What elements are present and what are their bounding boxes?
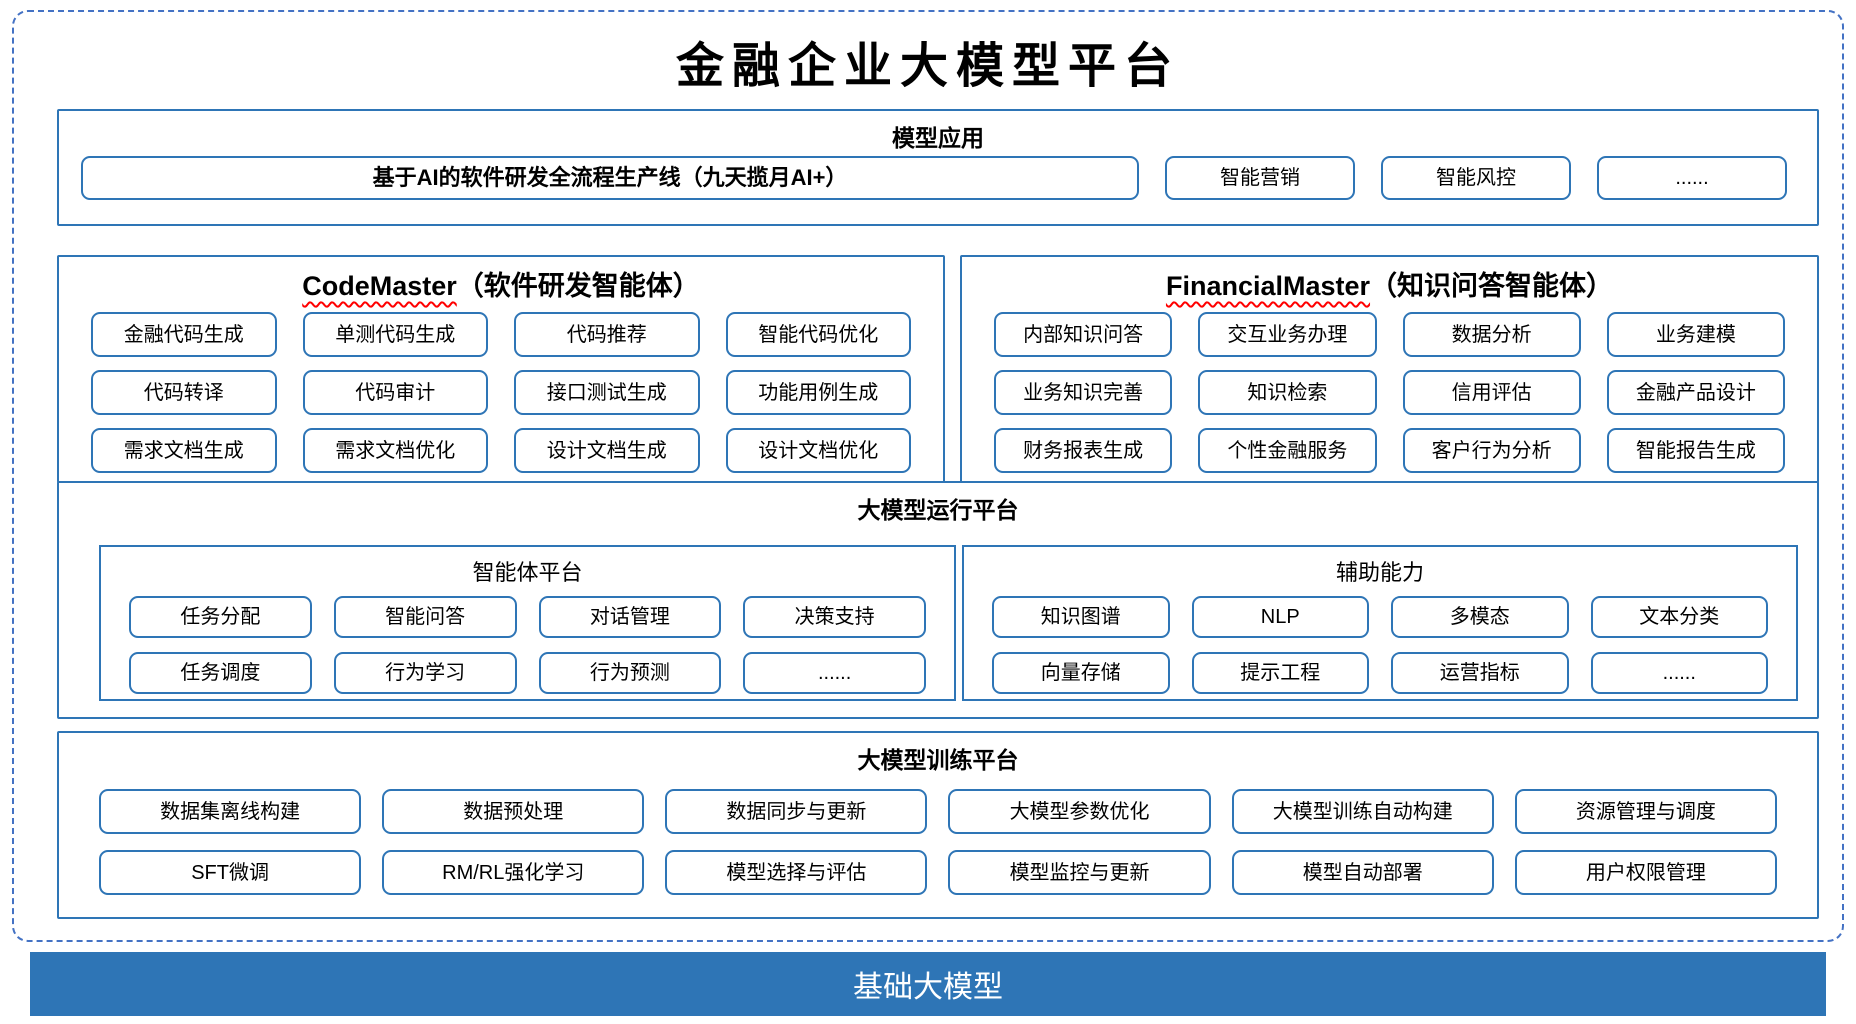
financialmaster-section: FinancialMaster（知识问答智能体） 内部知识问答 交互业务办理 数… (960, 255, 1819, 483)
capability-box: 交互业务办理 (1198, 312, 1377, 357)
capability-box: 任务分配 (129, 596, 312, 638)
capability-box: 数据预处理 (382, 789, 645, 834)
capability-box: 模型自动部署 (1231, 850, 1494, 895)
capability-box: 财务报表生成 (994, 428, 1173, 473)
capability-box: 运营指标 (1391, 652, 1569, 694)
capability-box: 设计文档优化 (725, 428, 911, 473)
aux-ability-box: 辅助能力 知识图谱 NLP 多模态 文本分类 向量存储 提示工程 运营指标 ..… (962, 545, 1798, 701)
model-application-row: 基于AI的软件研发全流程生产线（九天揽月AI+） 智能营销 智能风控 .....… (81, 156, 1787, 200)
capability-box: SFT微调 (99, 850, 362, 895)
capability-box: 个性金融服务 (1198, 428, 1377, 473)
aux-ability-grid: 知识图谱 NLP 多模态 文本分类 向量存储 提示工程 运营指标 ...... (992, 596, 1768, 694)
capability-box: 内部知识问答 (994, 312, 1173, 357)
capability-box: 功能用例生成 (725, 370, 911, 415)
codemaster-title: CodeMaster（软件研发智能体） (59, 264, 943, 303)
capability-box: 智能代码优化 (725, 312, 911, 357)
capability-box: 行为学习 (333, 652, 517, 694)
capability-box: 大模型参数优化 (948, 789, 1211, 834)
capability-box: 模型选择与评估 (665, 850, 928, 895)
codemaster-title-en: CodeMaster (302, 271, 457, 301)
capability-box: 向量存储 (992, 652, 1170, 694)
capability-box: 业务建模 (1606, 312, 1785, 357)
capability-box: 知识图谱 (992, 596, 1170, 638)
agent-platform-title: 智能体平台 (472, 560, 583, 585)
financialmaster-title-suffix: （知识问答智能体） (1370, 271, 1614, 301)
capability-box: 行为预测 (538, 652, 722, 694)
capability-box: 客户行为分析 (1402, 428, 1581, 473)
capability-box: 文本分类 (1590, 596, 1768, 638)
codemaster-section: CodeMaster（软件研发智能体） 金融代码生成 单测代码生成 代码推荐 智… (57, 255, 945, 483)
capability-box: 代码推荐 (514, 312, 700, 357)
capability-box: 代码审计 (302, 370, 488, 415)
capability-box: 金融产品设计 (1606, 370, 1785, 415)
financialmaster-title-en: FinancialMaster (1165, 271, 1371, 301)
capability-box: 用户权限管理 (1514, 850, 1777, 895)
training-platform-title: 大模型训练平台 (857, 747, 1019, 773)
capability-box: 金融代码生成 (91, 312, 277, 357)
aux-ability-title: 辅助能力 (1335, 560, 1424, 585)
agent-platform-grid: 任务分配 智能问答 对话管理 决策支持 任务调度 行为学习 行为预测 .....… (129, 596, 926, 694)
training-grid: 数据集离线构建 数据预处理 数据同步与更新 大模型参数优化 大模型训练自动构建 … (99, 789, 1777, 895)
capability-box: NLP (1191, 596, 1369, 638)
financialmaster-grid: 内部知识问答 交互业务办理 数据分析 业务建模 业务知识完善 知识检索 信用评估… (994, 312, 1785, 473)
capability-box: 需求文档优化 (302, 428, 488, 473)
capability-box: 业务知识完善 (994, 370, 1173, 415)
capability-box: 提示工程 (1191, 652, 1369, 694)
capability-box: 数据分析 (1402, 312, 1581, 357)
app-scenario-box: 智能营销 (1165, 156, 1355, 200)
capability-box: 资源管理与调度 (1514, 789, 1777, 834)
capability-box: RM/RL强化学习 (382, 850, 645, 895)
base-model-bar: 基础大模型 (30, 952, 1826, 1016)
ai-pipeline-box: 基于AI的软件研发全流程生产线（九天揽月AI+） (81, 156, 1139, 200)
platform-outline: 金融企业大模型平台 模型应用 基于AI的软件研发全流程生产线（九天揽月AI+） … (12, 10, 1844, 942)
capability-box: 大模型训练自动构建 (1231, 789, 1494, 834)
capability-box: 数据集离线构建 (99, 789, 362, 834)
base-model-label: 基础大模型 (853, 971, 1003, 1004)
model-application-title: 模型应用 (892, 125, 984, 151)
runtime-platform-section: 大模型运行平台 智能体平台 任务分配 智能问答 对话管理 决策支持 任务调度 行… (57, 481, 1819, 719)
codemaster-title-suffix: （软件研发智能体） (456, 271, 700, 301)
capability-box-more: ...... (743, 652, 926, 694)
capability-box: 代码转译 (91, 370, 277, 415)
capability-box: 接口测试生成 (514, 370, 700, 415)
capability-box: 决策支持 (743, 596, 926, 638)
capability-box: 多模态 (1391, 596, 1569, 638)
capability-box: 单测代码生成 (302, 312, 488, 357)
runtime-platform-title: 大模型运行平台 (857, 497, 1019, 523)
capability-box: 任务调度 (129, 652, 312, 694)
app-scenario-box: 智能风控 (1381, 156, 1571, 200)
model-application-section: 模型应用 基于AI的软件研发全流程生产线（九天揽月AI+） 智能营销 智能风控 … (57, 109, 1819, 226)
capability-box: 智能报告生成 (1606, 428, 1785, 473)
capability-box: 设计文档生成 (514, 428, 700, 473)
app-scenario-box-more: ...... (1597, 156, 1787, 200)
capability-box: 知识检索 (1198, 370, 1377, 415)
capability-box: 需求文档生成 (91, 428, 277, 473)
page-title: 金融企业大模型平台 (675, 38, 1180, 94)
capability-box: 信用评估 (1402, 370, 1581, 415)
agent-platform-box: 智能体平台 任务分配 智能问答 对话管理 决策支持 任务调度 行为学习 行为预测… (99, 545, 956, 701)
capability-box-more: ...... (1590, 652, 1768, 694)
training-platform-section: 大模型训练平台 数据集离线构建 数据预处理 数据同步与更新 大模型参数优化 大模… (57, 731, 1819, 919)
capability-box: 智能问答 (333, 596, 517, 638)
codemaster-grid: 金融代码生成 单测代码生成 代码推荐 智能代码优化 代码转译 代码审计 接口测试… (91, 312, 911, 473)
capability-box: 数据同步与更新 (665, 789, 928, 834)
capability-box: 模型监控与更新 (948, 850, 1211, 895)
capability-box: 对话管理 (538, 596, 722, 638)
financialmaster-title: FinancialMaster（知识问答智能体） (962, 264, 1817, 303)
